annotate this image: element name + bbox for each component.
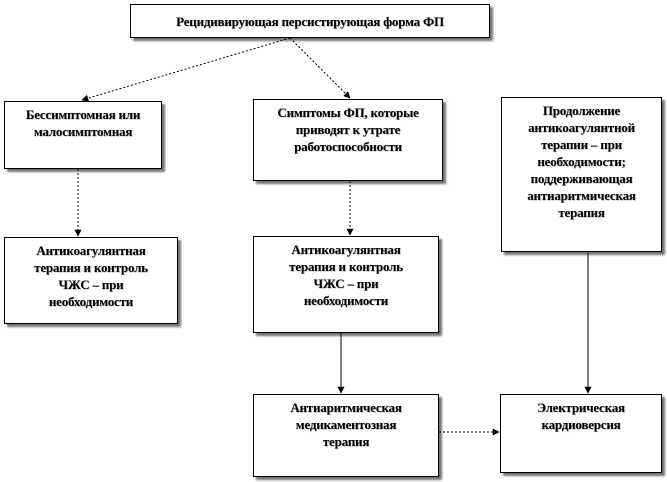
asymptomatic-box: Бессимптомная или малосимптомная: [4, 101, 162, 169]
anticoagulant-left-box: Антикоагулянтная терапия и контроль ЧЖС …: [4, 237, 178, 324]
cardioversion-box: Электрическая кардиоверсия: [500, 394, 662, 473]
symptomatic-box: Симптомы ФП, которые приводят к утрате р…: [253, 99, 443, 181]
antiarrhythmic-text: Антиаритмическая медикаментозная терапия: [290, 400, 402, 449]
arrow-title-to-asymptomatic: [81, 37, 291, 102]
continuation-box: Продолжение антикоагулянтной терапии – п…: [501, 97, 662, 252]
arrow-title-to-symptomatic: [289, 37, 351, 99]
asymptomatic-text: Бессимптомная или малосимптомная: [25, 107, 141, 139]
anticoagulant-center-text: Антикоагулянтная терапия и контроль ЧЖС …: [289, 242, 403, 308]
cardioversion-text: Электрическая кардиоверсия: [537, 400, 625, 432]
anticoagulant-left-text: Антикоагулянтная терапия и контроль ЧЖС …: [34, 243, 148, 309]
continuation-text: Продолжение антикоагулянтной терапии – п…: [527, 103, 636, 220]
antiarrhythmic-box: Антиаритмическая медикаментозная терапия: [253, 394, 439, 477]
title-box: Рецидивирующая персистирующая форма ФП: [130, 4, 490, 38]
title-text: Рецидивирующая персистирующая форма ФП: [176, 13, 444, 29]
symptomatic-text: Симптомы ФП, которые приводят к утрате р…: [277, 105, 419, 154]
anticoagulant-center-box: Антикоагулянтная терапия и контроль ЧЖС …: [253, 236, 439, 333]
